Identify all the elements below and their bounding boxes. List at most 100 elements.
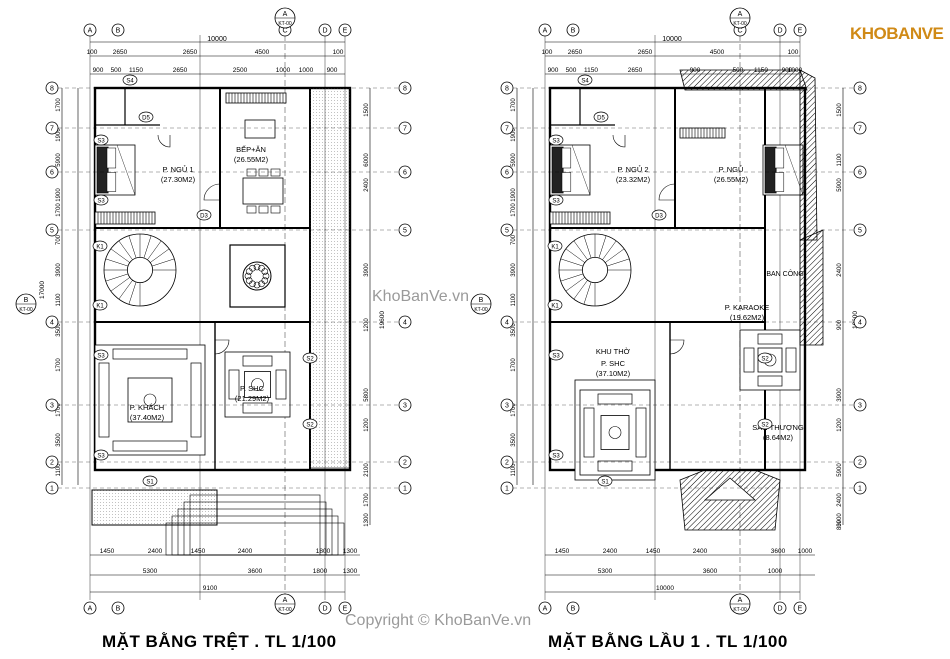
- plan1-tag-D3: [651, 209, 667, 221]
- plan1-axis-top-C-label: C: [737, 28, 742, 35]
- plan0-tag-label-S4: S4: [126, 79, 134, 85]
- plan0-room-area-living: (37.40M2): [130, 413, 165, 422]
- plan1-row-left-4-label: 4: [505, 320, 509, 327]
- plan0-spiral-stair-core: [127, 256, 154, 283]
- plan1-axis-top-A: [538, 23, 552, 37]
- plan1-meeting-set-vase: [608, 426, 622, 439]
- plan1-dim-top1: 100: [542, 49, 553, 56]
- plan0-dim-left: 1900: [56, 128, 62, 142]
- plan1-row-right-4: [853, 315, 867, 329]
- plan1-tag-label-S3: S3: [552, 354, 560, 360]
- plan1-dim-right: 5900: [837, 178, 843, 192]
- plan1-meeting-set-table: [600, 415, 630, 450]
- plan0-row-right-6: [398, 165, 412, 179]
- plan0-dim-bottom-total: 9100: [203, 585, 218, 592]
- watermark-center: KhoBanVe.vn: [372, 288, 469, 305]
- plan0-row-left-2-label: 2: [50, 460, 54, 467]
- plan1-dim-top2: 1150: [584, 67, 598, 74]
- plan0-skylight: [229, 244, 286, 308]
- plan0-row-right-7: [398, 121, 412, 135]
- plan1-row-left-7-label: 7: [505, 126, 509, 133]
- plan1-row-left-3-label: 3: [505, 403, 509, 410]
- plan1-tag-S3: [548, 349, 564, 361]
- plan1-spiral-stair-tread: [560, 258, 584, 267]
- plan0-axis-top-B-label: B: [116, 28, 121, 35]
- plan0-dim-left: 1100: [56, 293, 62, 307]
- plan0-sofa-set-left: [98, 362, 110, 438]
- plan0-dim-bottom2: 1300: [343, 568, 358, 575]
- plan1-spiral-stair-tread: [605, 248, 625, 263]
- watermark-footer: Copyright © KhoBanVe.vn: [345, 612, 532, 629]
- plan1-dim-left: 1100: [511, 293, 517, 307]
- plan1-section-a-top-ref: KT-00: [733, 21, 747, 27]
- plan0-family-sofa-front: [242, 402, 273, 414]
- plan1-tag-K1: [547, 299, 563, 311]
- plan0-axis-top-D: [318, 23, 332, 37]
- plan0-tag-S4: [122, 74, 138, 86]
- plan0-petal: [245, 268, 253, 275]
- plan0-spiral-stair-tread: [147, 240, 162, 260]
- plan0-door: [157, 134, 171, 148]
- plan0-axis-top-C-label: C: [282, 28, 287, 35]
- plan0-axis-bottom-D-label: D: [322, 606, 327, 613]
- plan0-room-name-kitchen: BẾP+ĂN: [236, 144, 266, 154]
- plan0-dim-top-total: 10000: [207, 36, 227, 43]
- plan1-karaoke-sofa-front: [757, 375, 783, 387]
- plan1-bed-fold: [571, 144, 591, 196]
- plan0-sofa-set-right: [190, 362, 202, 438]
- plan0-dim-left: 3500: [56, 323, 62, 337]
- plan1-row-right-3: [853, 398, 867, 412]
- plan1-spiral-stair-tread: [598, 235, 607, 259]
- plan1-tag-S2: [757, 418, 773, 430]
- plan1-dim-left: 1100: [511, 463, 517, 477]
- plan0-tag-S3: [93, 134, 109, 146]
- plan0-spiral-stair-tread: [143, 235, 152, 259]
- plan1-room-area-a: (23.32M2): [616, 175, 651, 184]
- plan0-axis-top-A-label: A: [88, 28, 93, 35]
- plan1-row-right-5: [853, 223, 867, 237]
- plan1-bed-b-pillow: [774, 172, 785, 192]
- plan0-spiral-stair-tread: [105, 258, 129, 267]
- plan0-row-left-5-label: 5: [50, 228, 54, 235]
- plan1-wardrobe-b: [679, 127, 726, 139]
- plan0-sofa-set-vase: [143, 393, 157, 407]
- plan1-spiral-stair-tread: [583, 235, 592, 259]
- plan0-spiral-stair-tread: [118, 240, 133, 260]
- plan1-dim-right: 2400: [837, 493, 843, 507]
- plan0-dim-top2: 500: [111, 67, 122, 74]
- plan1-spiral-stair-tread: [560, 273, 584, 282]
- plan0-bed-pillow: [106, 147, 117, 169]
- plan1-room-area-shc: (37.10M2): [596, 369, 631, 378]
- plan1-tag-S3: [548, 449, 564, 461]
- plan1-dim-left: 1700: [511, 98, 517, 112]
- plan1-row-right-3-label: 3: [858, 403, 862, 410]
- plan0-room-name-a: P. NGỦ 1: [162, 165, 193, 174]
- plan1-meeting-set-left: [583, 407, 595, 458]
- plan1-tag-S4: [577, 74, 593, 86]
- plan0-dim-right: 3900: [364, 263, 370, 277]
- plan0-dim-left: 1900: [56, 188, 62, 202]
- plan0-tag-label-S3: S3: [97, 199, 105, 205]
- plan0-axis-top-E-label: E: [343, 28, 348, 35]
- plan1-dim-left: 1700: [511, 203, 517, 217]
- plan0-bed-fold: [116, 144, 136, 196]
- plan0-petal: [253, 281, 261, 289]
- plan0-dining-table: [242, 177, 284, 205]
- plan0-dim-left: 3900: [56, 263, 62, 277]
- plan0-dim-bottom: 2400: [148, 548, 163, 555]
- plan1-row-right-8-label: 8: [858, 86, 862, 93]
- plan1-tag-label-K1: K1: [551, 245, 559, 251]
- plan0-row-right-7-label: 7: [403, 126, 407, 133]
- plan0-dim-top2: 900: [327, 67, 338, 74]
- plan1-tag-S3: [548, 194, 564, 206]
- plan0-dim-bottom2: 5300: [143, 568, 158, 575]
- plan1-tag-label-S4: S4: [581, 79, 589, 85]
- plan0-petal: [245, 277, 253, 284]
- plan1-dim-right: 2400: [837, 263, 843, 277]
- plan1-tag-label-S3: S3: [552, 454, 560, 460]
- plan1-dim-right: 1200: [837, 418, 843, 432]
- plan0-dim-right: 1200: [364, 318, 370, 332]
- plan0-tag-label-S3: S3: [97, 354, 105, 360]
- plan1-dim-bottom: 3600: [771, 548, 786, 555]
- plan0-dim-top1: 2650: [183, 49, 198, 56]
